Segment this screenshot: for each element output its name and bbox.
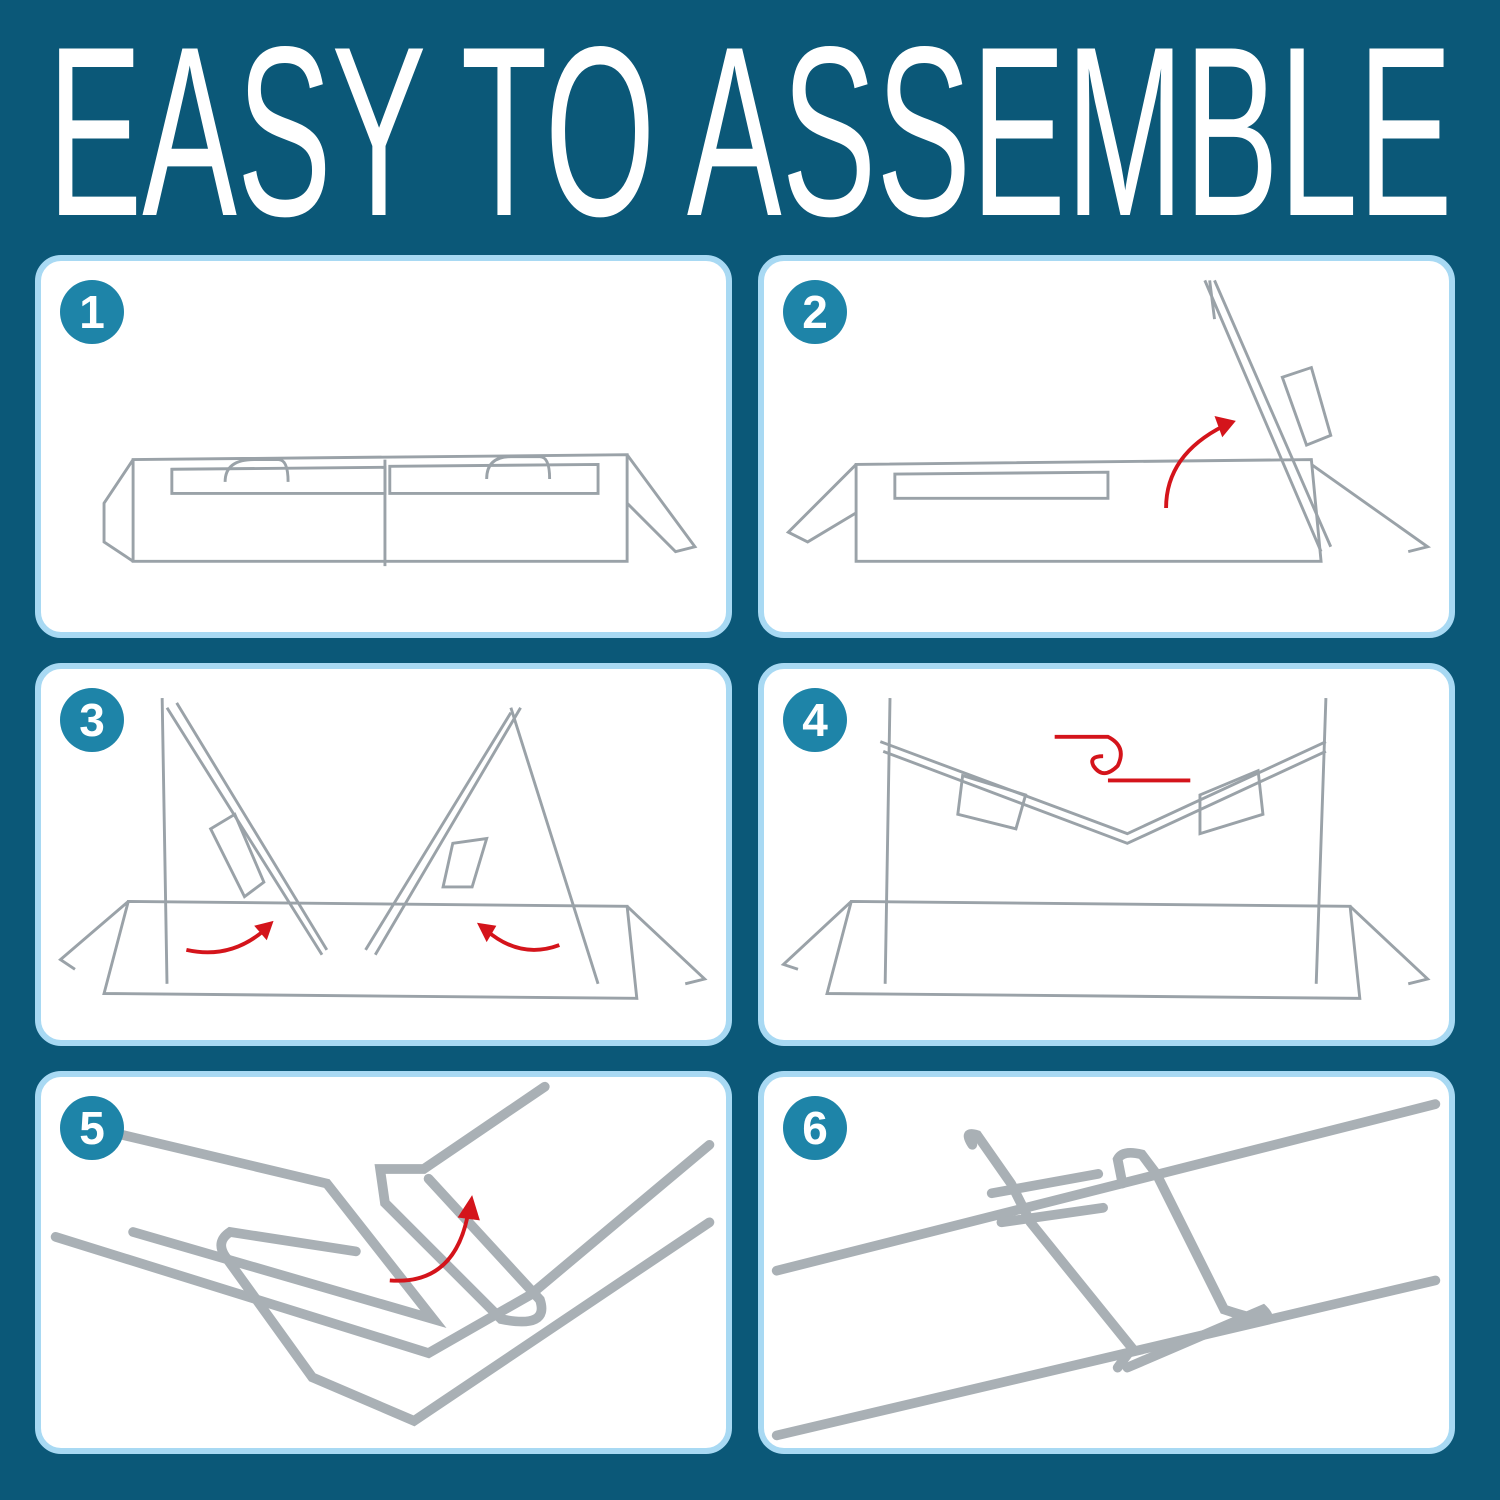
connected-hook-closeup-illustration [771,1099,1441,1441]
step-badge: 2 [783,280,847,344]
page-title-container: EASY TO ASSEMBLE [48,20,1453,235]
step-3-panel: 3 [35,663,732,1046]
rotate-arrow-icon [1164,423,1226,509]
step-badge: 1 [60,280,124,344]
raise-both-sides-illustration [58,698,708,1000]
folded-rack-illustration [102,453,698,567]
connect-sides-illustration [780,698,1431,1000]
raise-side-illustration [785,279,1432,563]
step-2-panel: 2 [758,255,1455,638]
step-6-panel: 6 [758,1071,1455,1454]
hook-arrow-icon [1054,734,1191,783]
step-badge: 4 [783,688,847,752]
step-4-panel: 4 [758,663,1455,1046]
step-badge: 6 [783,1096,847,1160]
hook-closeup-illustration [50,1081,715,1427]
step-badge: 5 [60,1096,124,1160]
page-title: EASY TO ASSEMBLE [48,20,1453,235]
step-badge: 3 [60,688,124,752]
step-5-panel: 5 [35,1071,732,1454]
step-1-panel: 1 [35,255,732,638]
